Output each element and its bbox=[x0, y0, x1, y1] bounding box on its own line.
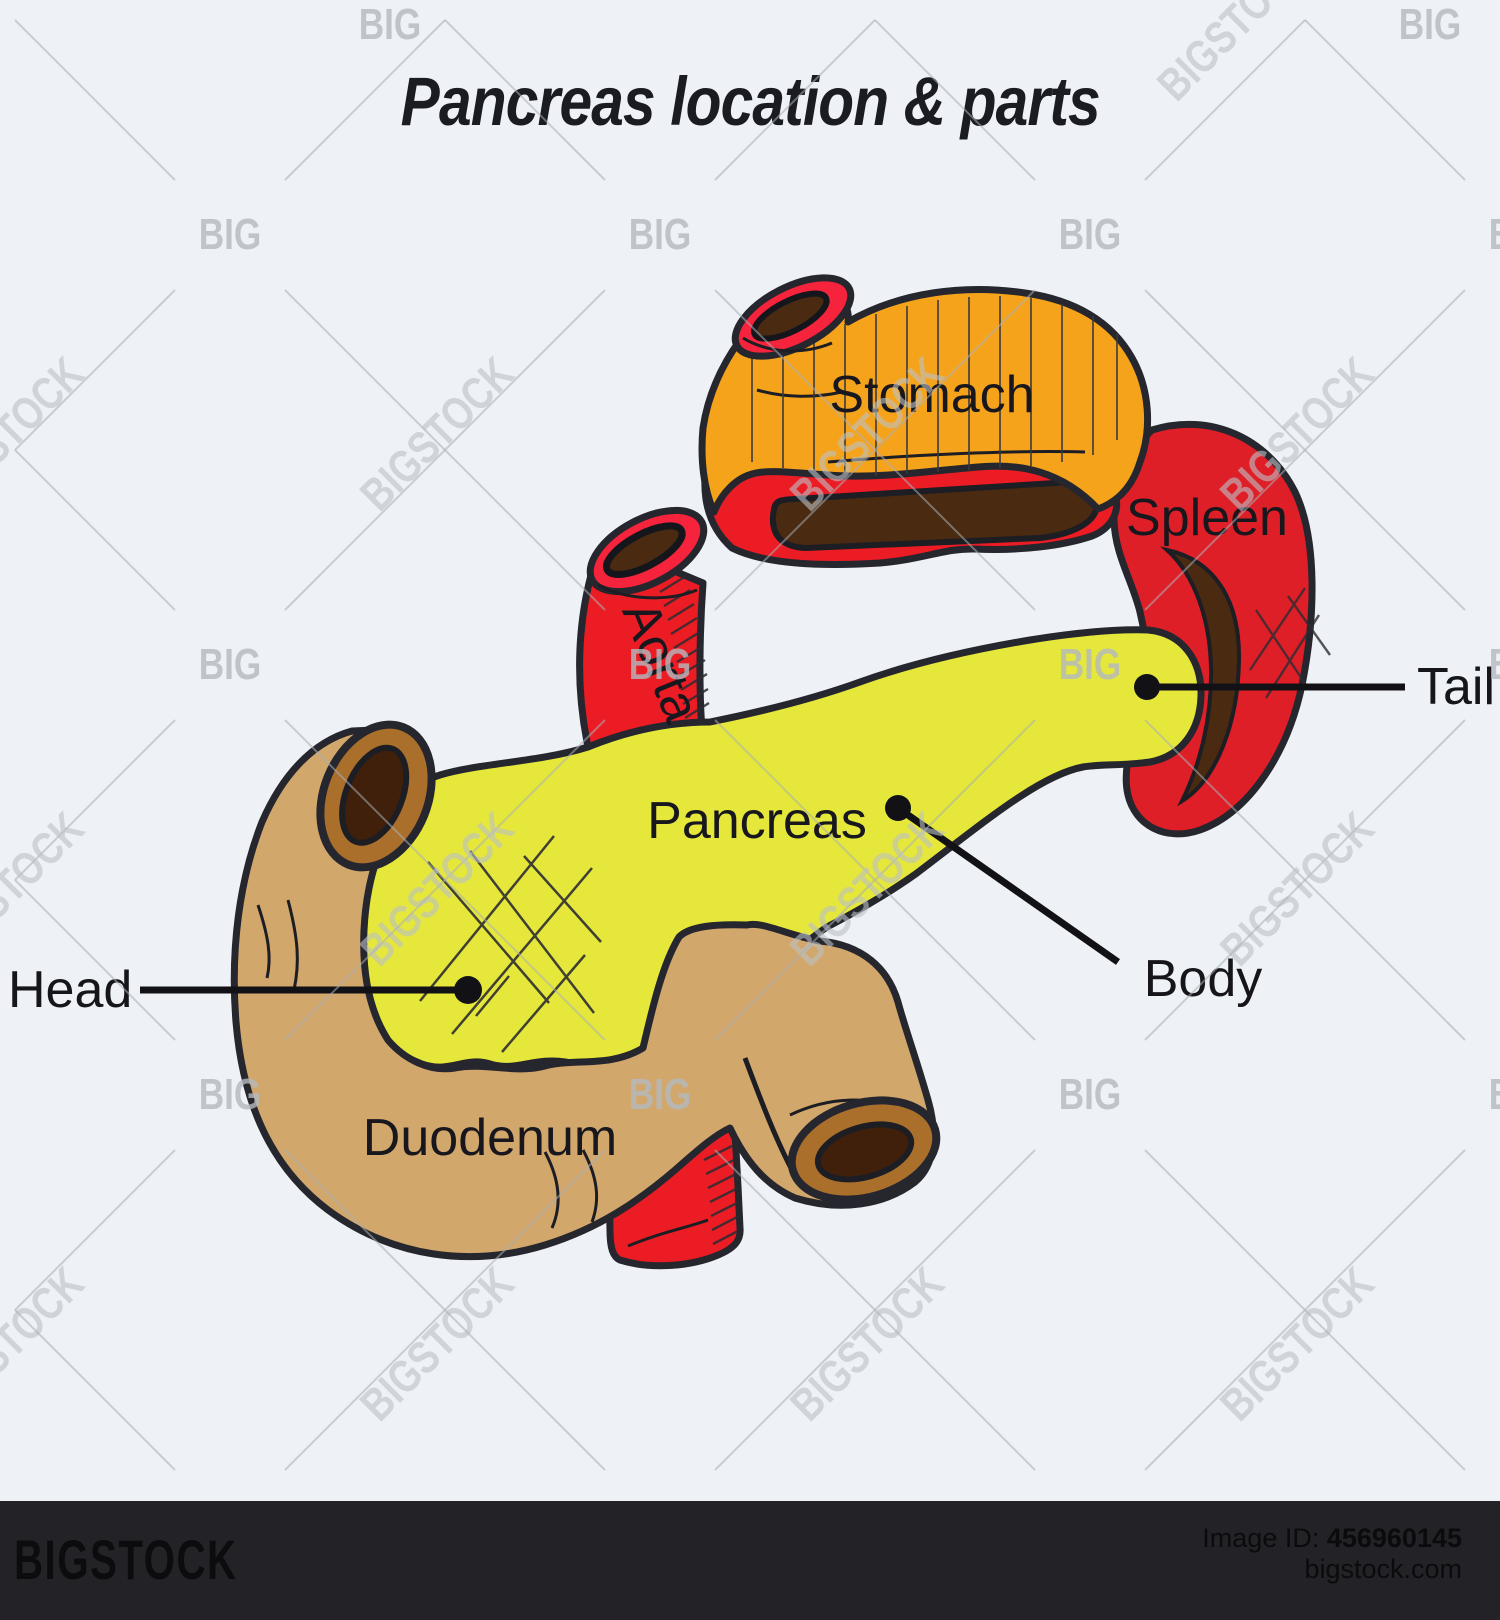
image-id-value: 456960145 bbox=[1326, 1523, 1462, 1553]
footer-bar: BIGSTOCK Image ID: 456960145 bigstock.co… bbox=[0, 1501, 1500, 1620]
image-credit: Image ID: 456960145 bigstock.com bbox=[1202, 1523, 1462, 1585]
pancreas-diagram: Stomach Spleen Aorta Pancreas Duodenum H… bbox=[8, 274, 1495, 1270]
page-title: Pancreas location & parts bbox=[400, 63, 1100, 140]
image-id-label: Image ID: bbox=[1202, 1523, 1327, 1553]
bigstock-logo: BIGSTOCK bbox=[14, 1528, 238, 1591]
site-name: bigstock.com bbox=[1304, 1554, 1462, 1584]
head-dot bbox=[454, 976, 482, 1004]
body-leader-line bbox=[895, 805, 1121, 965]
body-dot bbox=[885, 795, 911, 821]
duodenum-label: Duodenum bbox=[363, 1109, 617, 1167]
tail-dot bbox=[1134, 674, 1160, 700]
head-label: Head bbox=[8, 961, 132, 1019]
pancreas-label: Pancreas bbox=[647, 792, 867, 850]
stomach-label: Stomach bbox=[829, 366, 1034, 424]
tail-label: Tail bbox=[1417, 658, 1495, 716]
spleen-label: Spleen bbox=[1126, 489, 1288, 547]
body-label: Body bbox=[1144, 950, 1263, 1008]
